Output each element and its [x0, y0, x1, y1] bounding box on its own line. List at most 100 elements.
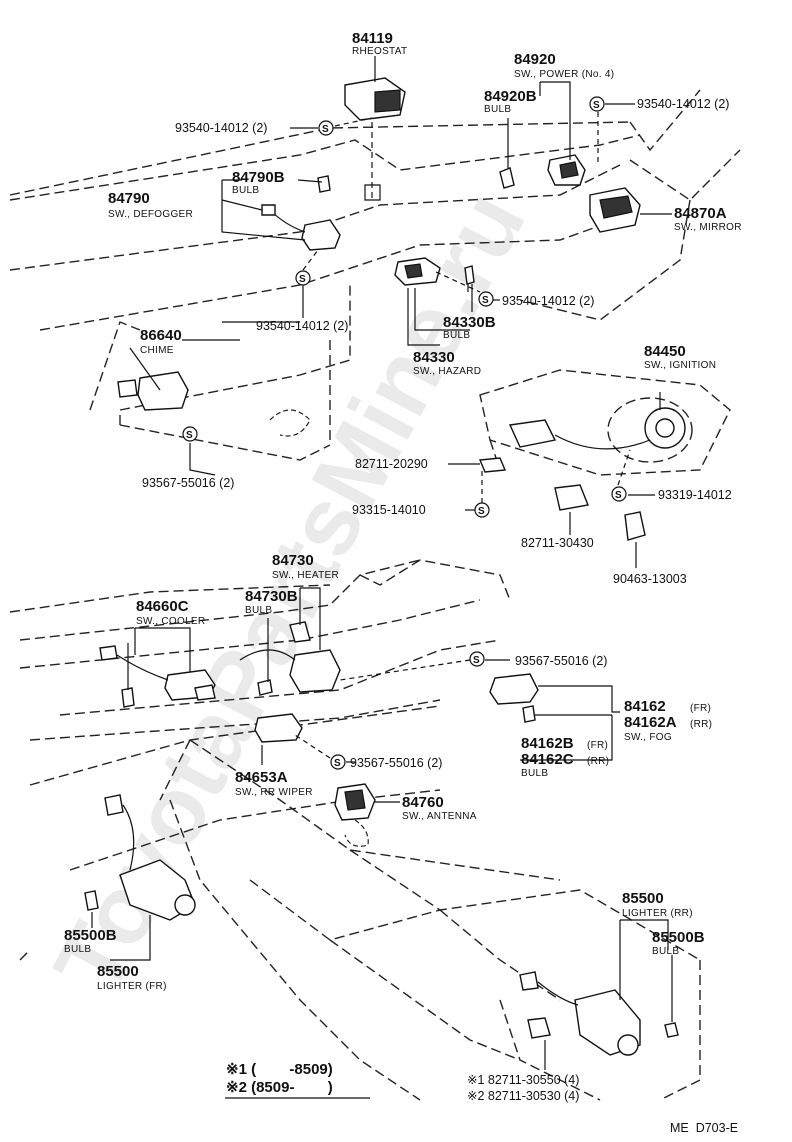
svg-text:84760: 84760 — [402, 794, 444, 811]
svg-text:S: S — [482, 295, 489, 306]
svg-text:SW., COOLER: SW., COOLER — [136, 616, 205, 627]
part-label-84760: 84760 SW., ANTENNA — [402, 794, 476, 822]
lower-dash-outline — [9, 559, 701, 1101]
part-label-84653a: 84653A SW., RR WIPER — [235, 769, 312, 798]
legend-line-2: ※2 (8509- ) — [226, 1079, 333, 1096]
bulb-84920b-part — [499, 118, 515, 189]
svg-text:BULB: BULB — [64, 944, 91, 955]
screw-symbol: S — [478, 291, 494, 307]
part-label-84450: 84450 SW., IGNITION — [644, 343, 716, 371]
svg-text:S: S — [478, 506, 485, 517]
bolt-label-82711-20290: 82711-20290 — [355, 457, 428, 471]
part-label-84162b: 84162B (FR) 84162C (RR) BULB — [521, 735, 609, 779]
svg-text:84920: 84920 — [514, 51, 556, 68]
screw-symbol: S — [474, 502, 490, 518]
front-lighter-part — [84, 794, 196, 921]
rear-wiper-switch-part — [254, 713, 303, 743]
ignition-housing — [479, 369, 731, 476]
part-label-84330: 84330 SW., HAZARD — [413, 349, 481, 377]
antenna-switch-part — [334, 783, 376, 821]
svg-text:SW., MIRROR: SW., MIRROR — [674, 222, 742, 233]
svg-text:SW., DEFOGGER: SW., DEFOGGER — [108, 209, 193, 220]
part-label-85500b-fr: 85500B BULB — [64, 927, 117, 955]
part-label-84730: 84730 SW., HEATER — [272, 552, 339, 581]
defogger-switch-part — [261, 175, 341, 251]
svg-text:SW., FOG: SW., FOG — [624, 732, 672, 743]
svg-text:84162A: 84162A — [624, 714, 677, 731]
part-label-85500b-rr: 85500B BULB — [652, 929, 705, 957]
svg-text:S: S — [473, 655, 480, 666]
bolt-label-93567-a: 93567-55016 (2) — [142, 476, 234, 490]
cooler-switch-part — [99, 645, 216, 708]
svg-text:S: S — [186, 430, 193, 441]
svg-text:86640: 86640 — [140, 327, 182, 344]
svg-text:BULB: BULB — [232, 185, 259, 196]
svg-text:CHIME: CHIME — [140, 345, 174, 356]
screw-symbol: S — [330, 754, 346, 770]
screw-symbol: S — [295, 270, 311, 286]
svg-text:84119: 84119 — [352, 30, 393, 47]
leader-lines — [91, 56, 673, 1099]
part-label-84790b: 84790B BULB — [232, 169, 285, 196]
bolt-label-93540-b: 93540-14012 (2) — [637, 97, 729, 111]
bolt-label-93567-b: 93567-55016 (2) — [515, 654, 607, 668]
bolt-label-93567-c: 93567-55016 (2) — [350, 756, 442, 770]
svg-text:SW., POWER (No. 4): SW., POWER (No. 4) — [514, 69, 614, 80]
bolt-label-82711-30430: 82711-30430 — [521, 536, 594, 550]
svg-text:85500B: 85500B — [652, 929, 705, 946]
heater-switch-part — [239, 621, 341, 696]
svg-text:BULB: BULB — [443, 330, 470, 341]
part-label-84660c: 84660C SW., COOLER — [136, 598, 205, 627]
svg-text:BULB: BULB — [652, 946, 679, 957]
screw-symbol: S — [589, 96, 605, 112]
part-label-84730b: 84730B BULB — [245, 588, 298, 616]
svg-text:S: S — [615, 490, 622, 501]
svg-text:84660C: 84660C — [136, 598, 189, 615]
band-90463-part — [624, 511, 646, 541]
svg-text:84730B: 84730B — [245, 588, 298, 605]
svg-text:RHEOSTAT: RHEOSTAT — [352, 46, 407, 57]
power-switch-part — [547, 154, 586, 186]
screw-symbol: S — [469, 651, 485, 667]
bolt-label-82711-30550: ※1 82711-30550 (4) — [467, 1073, 579, 1087]
screw-symbol: S — [611, 486, 627, 502]
svg-text:S: S — [593, 100, 600, 111]
svg-text:84330: 84330 — [413, 349, 455, 366]
part-label-84790: 84790 SW., DEFOGGER — [108, 190, 193, 220]
svg-text:84330B: 84330B — [443, 314, 496, 331]
ignition-switch-part — [508, 407, 686, 450]
svg-text:84450: 84450 — [644, 343, 686, 360]
svg-text:(RR): (RR) — [690, 719, 712, 730]
screw-symbol: S — [318, 120, 334, 136]
svg-text:S: S — [299, 274, 306, 285]
rear-lighter-part — [519, 971, 679, 1056]
svg-text:S: S — [322, 124, 329, 135]
bolt-label-93540-a: 93540-14012 (2) — [175, 121, 267, 135]
fog-switch-part — [489, 673, 539, 723]
part-label-84920b: 84920B BULB — [484, 88, 537, 115]
mirror-switch-part — [589, 187, 641, 233]
svg-text:84162B: 84162B — [521, 735, 574, 752]
svg-text:85500B: 85500B — [64, 927, 117, 944]
svg-text:(RR): (RR) — [587, 756, 609, 767]
part-label-85500-rr: 85500 LIGHTER (RR) — [622, 890, 693, 919]
part-label-85500-fr: 85500 LIGHTER (FR) — [97, 963, 166, 992]
svg-text:SW., HEATER: SW., HEATER — [272, 570, 339, 581]
svg-text:BULB: BULB — [245, 605, 272, 616]
svg-text:85500: 85500 — [622, 890, 664, 907]
clip-82711-20290-part — [478, 457, 507, 473]
bolt-label-93319: 93319-14012 — [658, 488, 732, 502]
screw-symbol: S — [182, 426, 198, 442]
diagram-code: ME D703-E — [670, 1121, 738, 1135]
svg-text:84790B: 84790B — [232, 169, 285, 186]
svg-text:84870A: 84870A — [674, 205, 727, 222]
svg-text:(FR): (FR) — [587, 740, 608, 751]
svg-text:S: S — [334, 758, 341, 769]
bracket-82711-30430-part — [554, 484, 589, 511]
part-label-84920: 84920 SW., POWER (No. 4) — [514, 51, 614, 80]
svg-text:85500: 85500 — [97, 963, 139, 980]
svg-text:84730: 84730 — [272, 552, 314, 569]
part-label-84162: 84162 (FR) 84162A (RR) SW., FOG — [624, 698, 712, 743]
bolt-label-93315: 93315-14010 — [352, 503, 426, 517]
svg-text:BULB: BULB — [521, 768, 548, 779]
